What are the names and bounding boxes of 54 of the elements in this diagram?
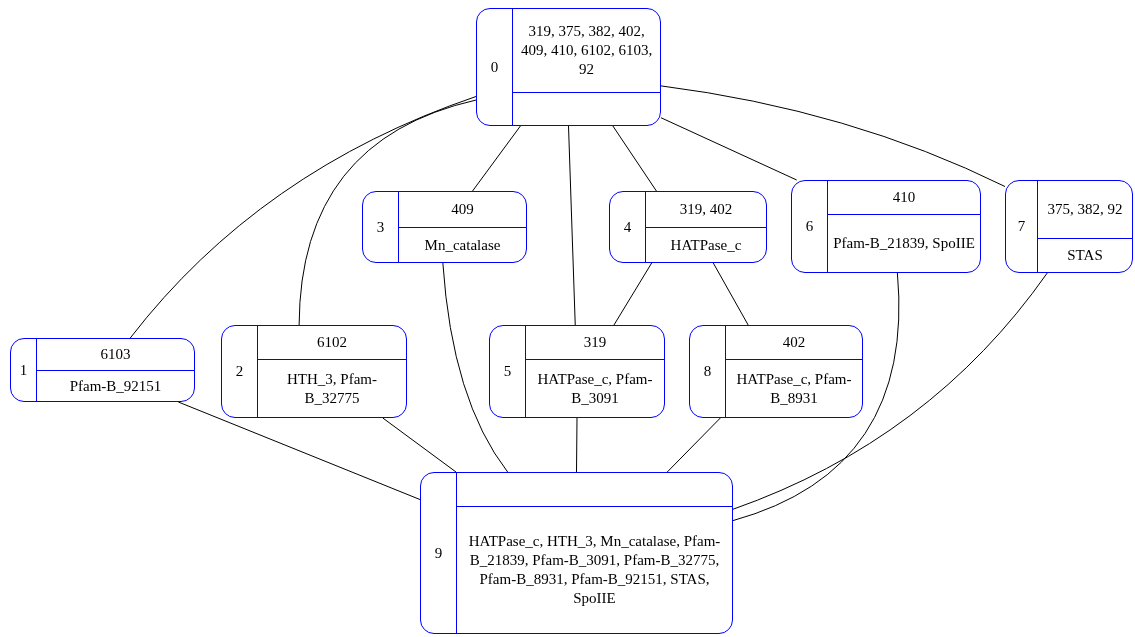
record-box bbox=[609, 191, 767, 263]
record-box bbox=[420, 472, 733, 634]
connector-line bbox=[382, 417, 457, 473]
node-id: 7 bbox=[1017, 217, 1026, 237]
cell-text: 319, 402 bbox=[679, 200, 733, 219]
record-box bbox=[362, 191, 527, 263]
connector-line bbox=[129, 96, 477, 339]
connector-line bbox=[666, 417, 721, 473]
cell-text: HATPase_c, Pfam-B_8931 bbox=[735, 369, 853, 408]
connector-line bbox=[298, 99, 477, 326]
cell-text: HATPase_c bbox=[670, 235, 742, 255]
cell-text: 410 bbox=[892, 188, 916, 207]
connector-line bbox=[712, 262, 749, 326]
cell-text: Mn_catalase bbox=[424, 235, 501, 255]
node-id: 5 bbox=[503, 362, 512, 382]
connector-line bbox=[660, 85, 1006, 187]
cell-text: Pfam-B_92151 bbox=[69, 376, 162, 396]
cell-text: 6103 bbox=[100, 345, 131, 364]
cell-text: 409 bbox=[451, 200, 474, 219]
record-box bbox=[221, 325, 407, 418]
cell-text: HTH_3, Pfam-B_32775 bbox=[286, 369, 378, 408]
connector-line bbox=[568, 125, 576, 326]
cell-text: HATPase_c, Pfam-B_3091 bbox=[536, 369, 654, 408]
connector-line bbox=[442, 262, 509, 473]
connector-line bbox=[612, 125, 657, 192]
node-id: 8 bbox=[703, 362, 712, 382]
record-box bbox=[476, 8, 661, 126]
cell-text: 319, 375, 382, 402, 409, 410, 6102, 6103, 92 bbox=[519, 22, 654, 79]
connector-line bbox=[177, 401, 421, 501]
connector-line bbox=[472, 125, 521, 192]
node-id: 3 bbox=[376, 217, 385, 237]
connector-line bbox=[732, 272, 900, 522]
cell-text: STAS bbox=[1067, 246, 1103, 265]
connector-line bbox=[660, 117, 798, 181]
connector-line bbox=[576, 417, 578, 473]
cell-text: Pfam-B_21839, SpoIIE bbox=[833, 234, 975, 253]
node-id: 1 bbox=[19, 360, 28, 380]
record-box bbox=[689, 325, 863, 418]
cell-text: 402 bbox=[782, 333, 806, 352]
record-box bbox=[791, 180, 981, 273]
node-id: 0 bbox=[490, 57, 499, 77]
node-id: 4 bbox=[623, 217, 632, 237]
record-box bbox=[1005, 180, 1133, 273]
cell-text: 375, 382, 92 bbox=[1047, 200, 1123, 219]
record-box bbox=[10, 338, 195, 402]
node-id: 9 bbox=[434, 543, 443, 563]
node-id: 6 bbox=[805, 217, 814, 237]
cell-text: HATPase_c, HTH_3, Mn_catalase, Pfam-B_21839, Pfam-B_3091, Pfam-B_32775, Pfam-B_8931, Pfam-B_92151, STAS, SpoIIE bbox=[467, 532, 722, 608]
connector-line bbox=[613, 262, 653, 326]
cell-text: 319 bbox=[583, 333, 607, 352]
cell-text: 6102 bbox=[317, 333, 347, 352]
connector-line bbox=[732, 272, 1048, 510]
record-box bbox=[489, 325, 665, 418]
node-id: 2 bbox=[235, 362, 244, 382]
